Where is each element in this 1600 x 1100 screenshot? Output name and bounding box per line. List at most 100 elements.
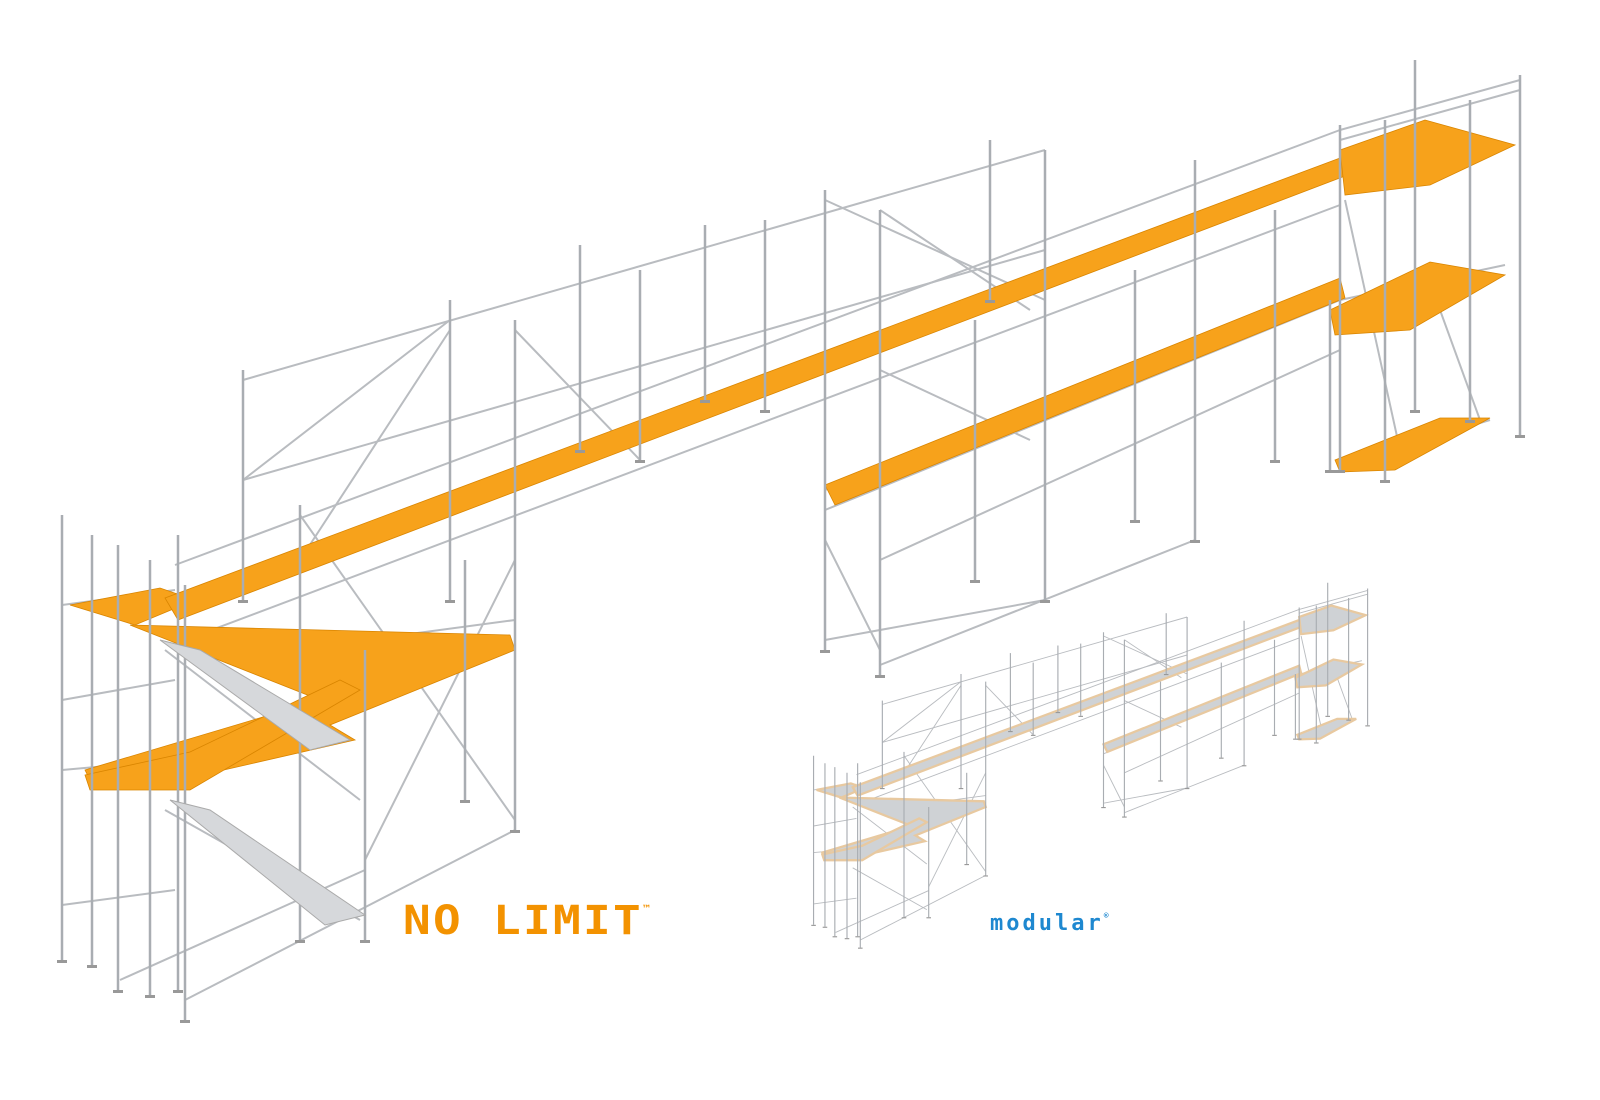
base-plate <box>985 300 995 303</box>
base-plate <box>1325 715 1330 717</box>
base-plate <box>822 926 828 928</box>
scaffold-ledger <box>299 329 451 561</box>
scaffold-deck <box>820 796 988 858</box>
base-plate <box>880 788 885 790</box>
base-plate <box>983 875 988 877</box>
scaffold-ledger <box>879 539 1196 666</box>
scaffold-ledger <box>882 616 1188 705</box>
modular-scaffold <box>811 582 1370 949</box>
base-plate <box>1365 725 1370 727</box>
scaffold-deck <box>1329 261 1507 336</box>
scaffold-ledger <box>1336 677 1353 720</box>
base-plate <box>1190 540 1200 543</box>
base-plate <box>1040 600 1050 603</box>
scaffold-ledger <box>364 559 516 861</box>
scaffold-deck <box>1339 119 1517 196</box>
base-plate <box>1241 765 1247 767</box>
base-plate <box>1219 757 1224 759</box>
scaffold-deck <box>824 277 1346 506</box>
base-plate <box>360 940 370 943</box>
base-plate <box>1410 410 1420 413</box>
base-plate <box>1078 715 1083 717</box>
base-plate <box>238 600 248 603</box>
scaffold-ledger <box>860 637 1300 804</box>
base-plate <box>1270 460 1280 463</box>
base-plate <box>700 400 710 403</box>
base-plate <box>180 1020 190 1023</box>
base-plate <box>173 990 183 993</box>
scaffold-deck <box>1334 417 1491 473</box>
base-plate <box>1008 731 1013 733</box>
base-plate <box>858 947 863 949</box>
base-plate <box>57 960 67 963</box>
base-plate <box>1465 420 1475 423</box>
base-plate <box>958 788 964 790</box>
base-plate <box>460 800 470 803</box>
scaffold-ledger <box>824 539 881 651</box>
base-plate <box>855 936 860 938</box>
base-plate <box>1184 788 1190 790</box>
base-plate <box>926 917 931 919</box>
scaffold-ledger <box>903 685 962 774</box>
base-plate <box>1346 719 1351 721</box>
base-plate <box>875 675 885 678</box>
base-plate <box>1030 734 1036 736</box>
scaffold-ledger <box>1299 589 1368 610</box>
base-plate <box>1122 816 1127 818</box>
scaffold-ledger <box>184 204 1341 641</box>
scaffold-ledger <box>882 681 962 743</box>
scaffold-ledger <box>1339 79 1521 131</box>
base-plate <box>1314 742 1319 744</box>
base-plate <box>901 917 907 919</box>
scaffold-ledger <box>879 349 1341 561</box>
base-plate <box>295 940 305 943</box>
base-plate <box>1101 807 1106 809</box>
scaffold-ledger <box>1103 787 1188 804</box>
base-plate <box>575 450 585 453</box>
base-plate <box>510 830 520 833</box>
base-plate <box>145 995 155 998</box>
scaffold-ledger <box>1439 309 1481 421</box>
scaffold-ledger <box>119 869 366 981</box>
base-plate <box>1515 435 1525 438</box>
base-plate <box>635 460 645 463</box>
scaffold-ledger <box>928 772 987 888</box>
no-limit-scaffold <box>57 60 1525 1023</box>
base-plate <box>760 410 770 413</box>
base-plate <box>445 600 455 603</box>
base-plate <box>1335 470 1345 473</box>
scaffold-ledger <box>174 129 1341 566</box>
scaffold-ledger <box>1339 89 1521 141</box>
base-plate <box>820 650 830 653</box>
scaffold-ledger <box>856 608 1300 776</box>
scaffold-ledger <box>1103 764 1125 808</box>
base-plate <box>1293 738 1298 740</box>
scaffold-ledger <box>242 149 1046 381</box>
base-plate <box>844 938 850 940</box>
scaffold-ledger <box>835 890 929 933</box>
scaffold-ledger <box>1124 692 1300 774</box>
scaffold-deck <box>1294 658 1366 689</box>
base-plate <box>1380 480 1390 483</box>
base-plate <box>832 936 838 938</box>
scaffold-deck <box>1297 604 1369 636</box>
scaffold-ledger <box>242 319 451 481</box>
base-plate <box>964 864 969 866</box>
base-plate <box>1325 470 1335 473</box>
base-plate <box>1158 780 1163 782</box>
stair-flight <box>159 639 352 751</box>
scaffold-ledger <box>1124 764 1245 814</box>
base-plate <box>113 990 123 993</box>
base-plate <box>1163 674 1169 676</box>
stair-flight <box>169 799 367 926</box>
modular-logo: modular® <box>990 911 1109 936</box>
scaffold-ledger <box>824 599 1046 641</box>
base-plate <box>1130 520 1140 523</box>
scaffold-ledger <box>1299 593 1368 614</box>
base-plate <box>1296 738 1302 740</box>
scaffold-deck <box>1295 717 1357 741</box>
base-plate <box>87 965 97 968</box>
base-plate <box>970 580 980 583</box>
scaffold-ledger <box>852 867 928 910</box>
